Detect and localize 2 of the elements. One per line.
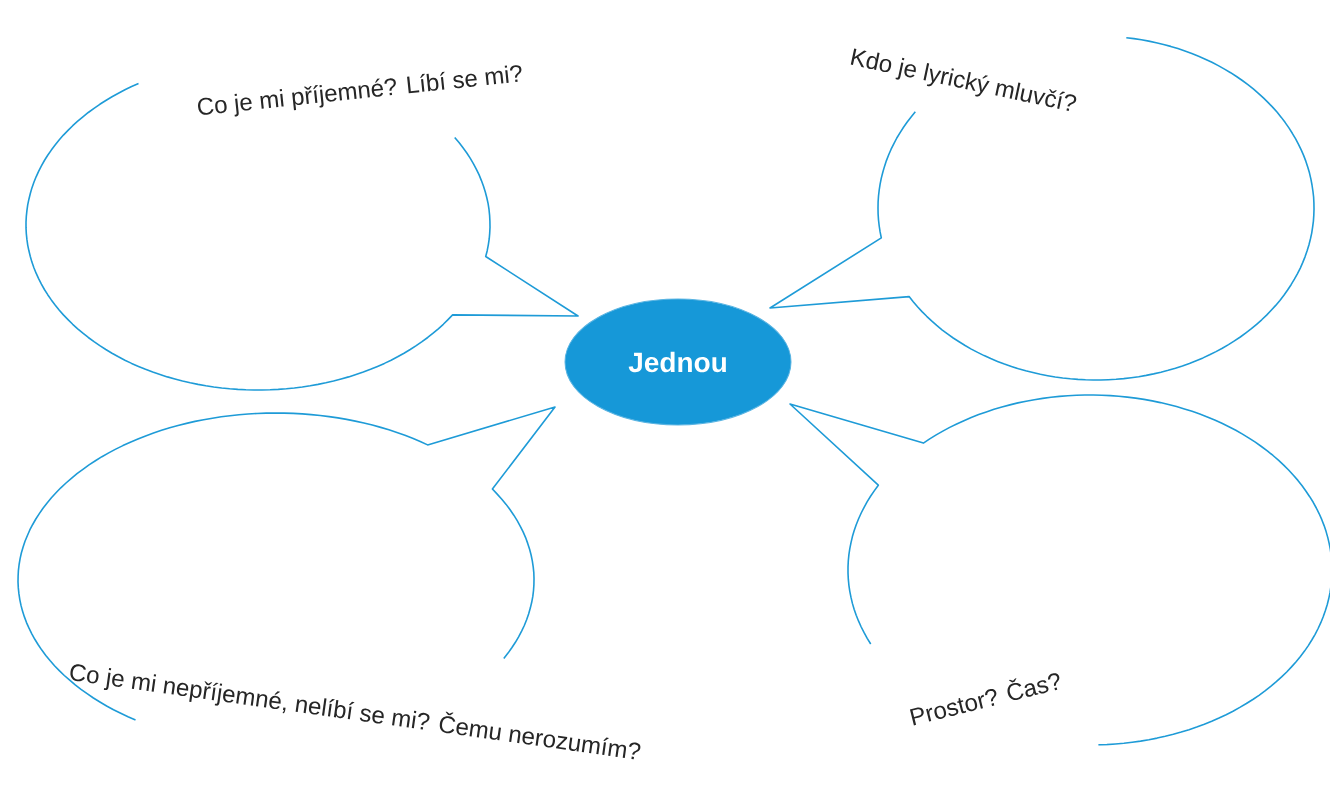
speech-bubble: Prostor? Čas? [789, 394, 1330, 746]
speech-bubble: Kdo je lyrický mluvčí? [769, 36, 1315, 381]
